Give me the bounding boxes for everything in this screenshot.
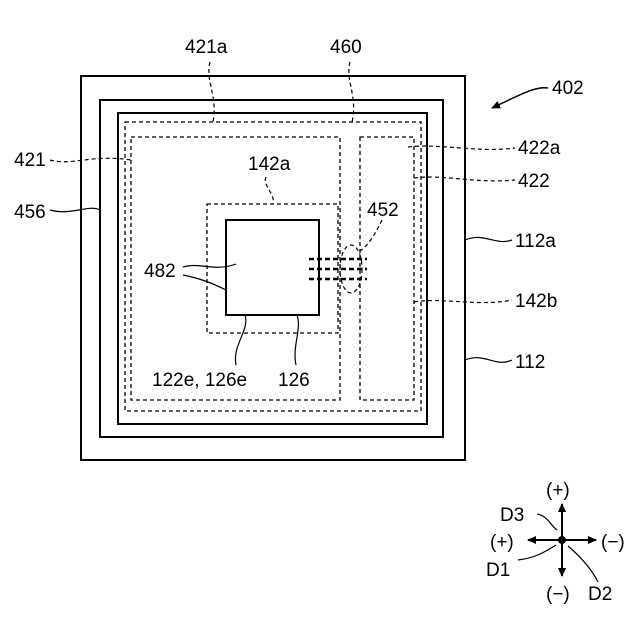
leader-d3 [537,514,557,530]
label-d1: D1 [486,560,510,581]
axis-d2-dot [558,536,566,544]
label-142a: 142a [248,154,291,175]
label-minus-bottom: (−) [546,584,570,605]
leader-452 [360,220,382,251]
label-422a: 422a [518,138,561,159]
label-142b: 142b [515,291,557,312]
label-402: 402 [552,78,584,99]
label-plus-left: (+) [490,532,514,553]
chip-126 [226,220,319,315]
label-452: 452 [367,200,399,221]
leader-112a [465,237,512,241]
leader-142a [265,177,273,204]
label-112a: 112a [515,231,556,252]
label-d3: D3 [500,505,524,526]
leader-126 [295,315,298,365]
region-422 [360,137,414,400]
leader-112 [465,358,512,363]
label-422: 422 [518,171,550,192]
leader-d2 [568,546,598,582]
leader-482-b [183,275,226,290]
leader-456 [50,208,100,211]
label-126: 126 [278,370,310,391]
leader-d1 [518,545,556,560]
label-482: 482 [144,261,176,282]
label-421: 421 [14,150,46,171]
leader-142b [414,300,512,303]
leader-482-a [183,264,236,267]
label-plus-top: (+) [546,480,570,501]
label-421a: 421a [185,37,228,58]
label-d2: D2 [588,584,612,605]
label-460: 460 [330,37,362,58]
leader-422a [408,146,515,149]
label-122e-126e: 122e, 126e [152,370,247,391]
outer-substrate-112 [81,76,465,460]
label-112: 112 [515,352,545,373]
arrow-402 [492,88,548,108]
coordinate-axes: (+) D3 (+) (−) D1 (−) D2 [486,480,625,605]
label-456: 456 [14,202,46,223]
leader-122e126e [235,315,245,365]
label-minus-right: (−) [601,532,625,553]
